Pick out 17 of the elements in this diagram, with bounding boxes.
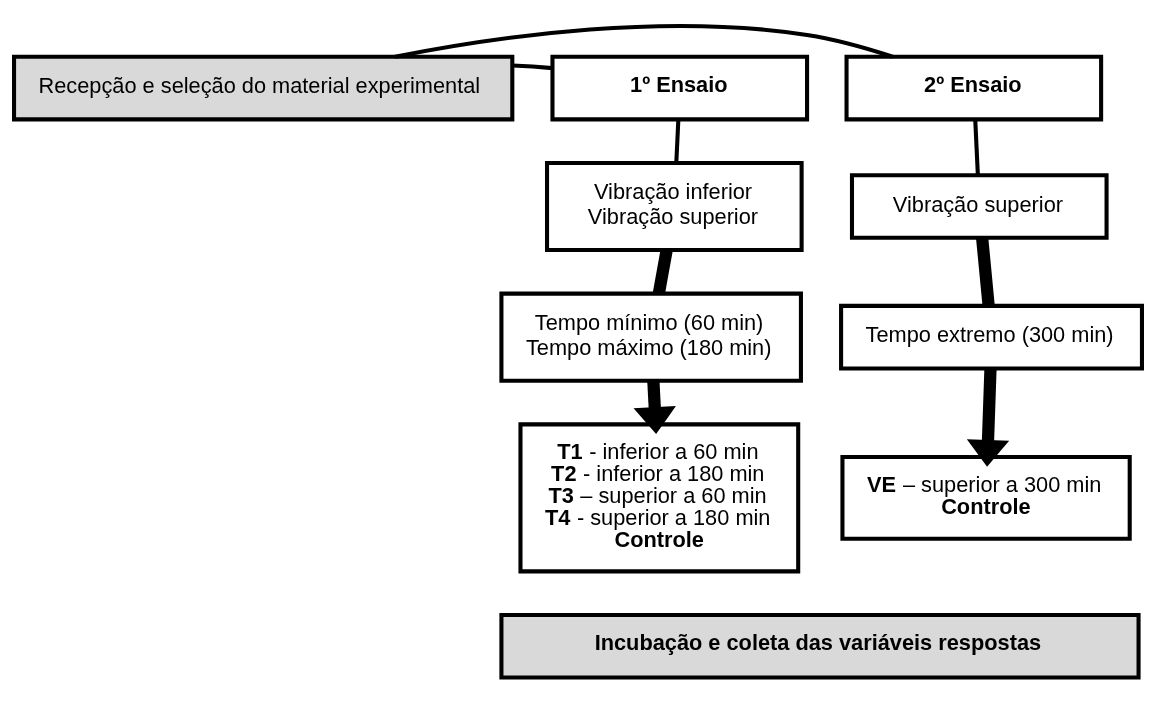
node-box: Recepção e seleção do material experimental bbox=[12, 54, 515, 121]
node-box: Tempo mínimo (60 min) Tempo máximo (180 min) bbox=[499, 291, 803, 383]
node-box: T1 - inferior a 60 min T2 - inferior a 180 min T3 – superior a 60 min T4 - superior a 180 min Controle bbox=[518, 421, 801, 573]
arrow bbox=[966, 367, 1010, 467]
node-box: Vibração inferior Vibração superior bbox=[545, 160, 804, 252]
connector bbox=[394, 23, 894, 59]
connector bbox=[674, 119, 681, 163]
connector bbox=[973, 119, 980, 175]
node-box: 1º Ensaio bbox=[550, 54, 810, 121]
connector bbox=[976, 237, 995, 306]
arrow bbox=[633, 380, 676, 434]
node-box: Vibração superior bbox=[849, 172, 1109, 240]
node-box: Incubação e coleta das variáveis respostas bbox=[499, 612, 1141, 680]
node-box: VE – superior a 300 min Controle bbox=[840, 454, 1132, 541]
connector bbox=[512, 62, 553, 70]
node-box: 2º Ensaio bbox=[844, 54, 1104, 121]
node-box: Tempo extremo (300 min) bbox=[839, 303, 1144, 371]
